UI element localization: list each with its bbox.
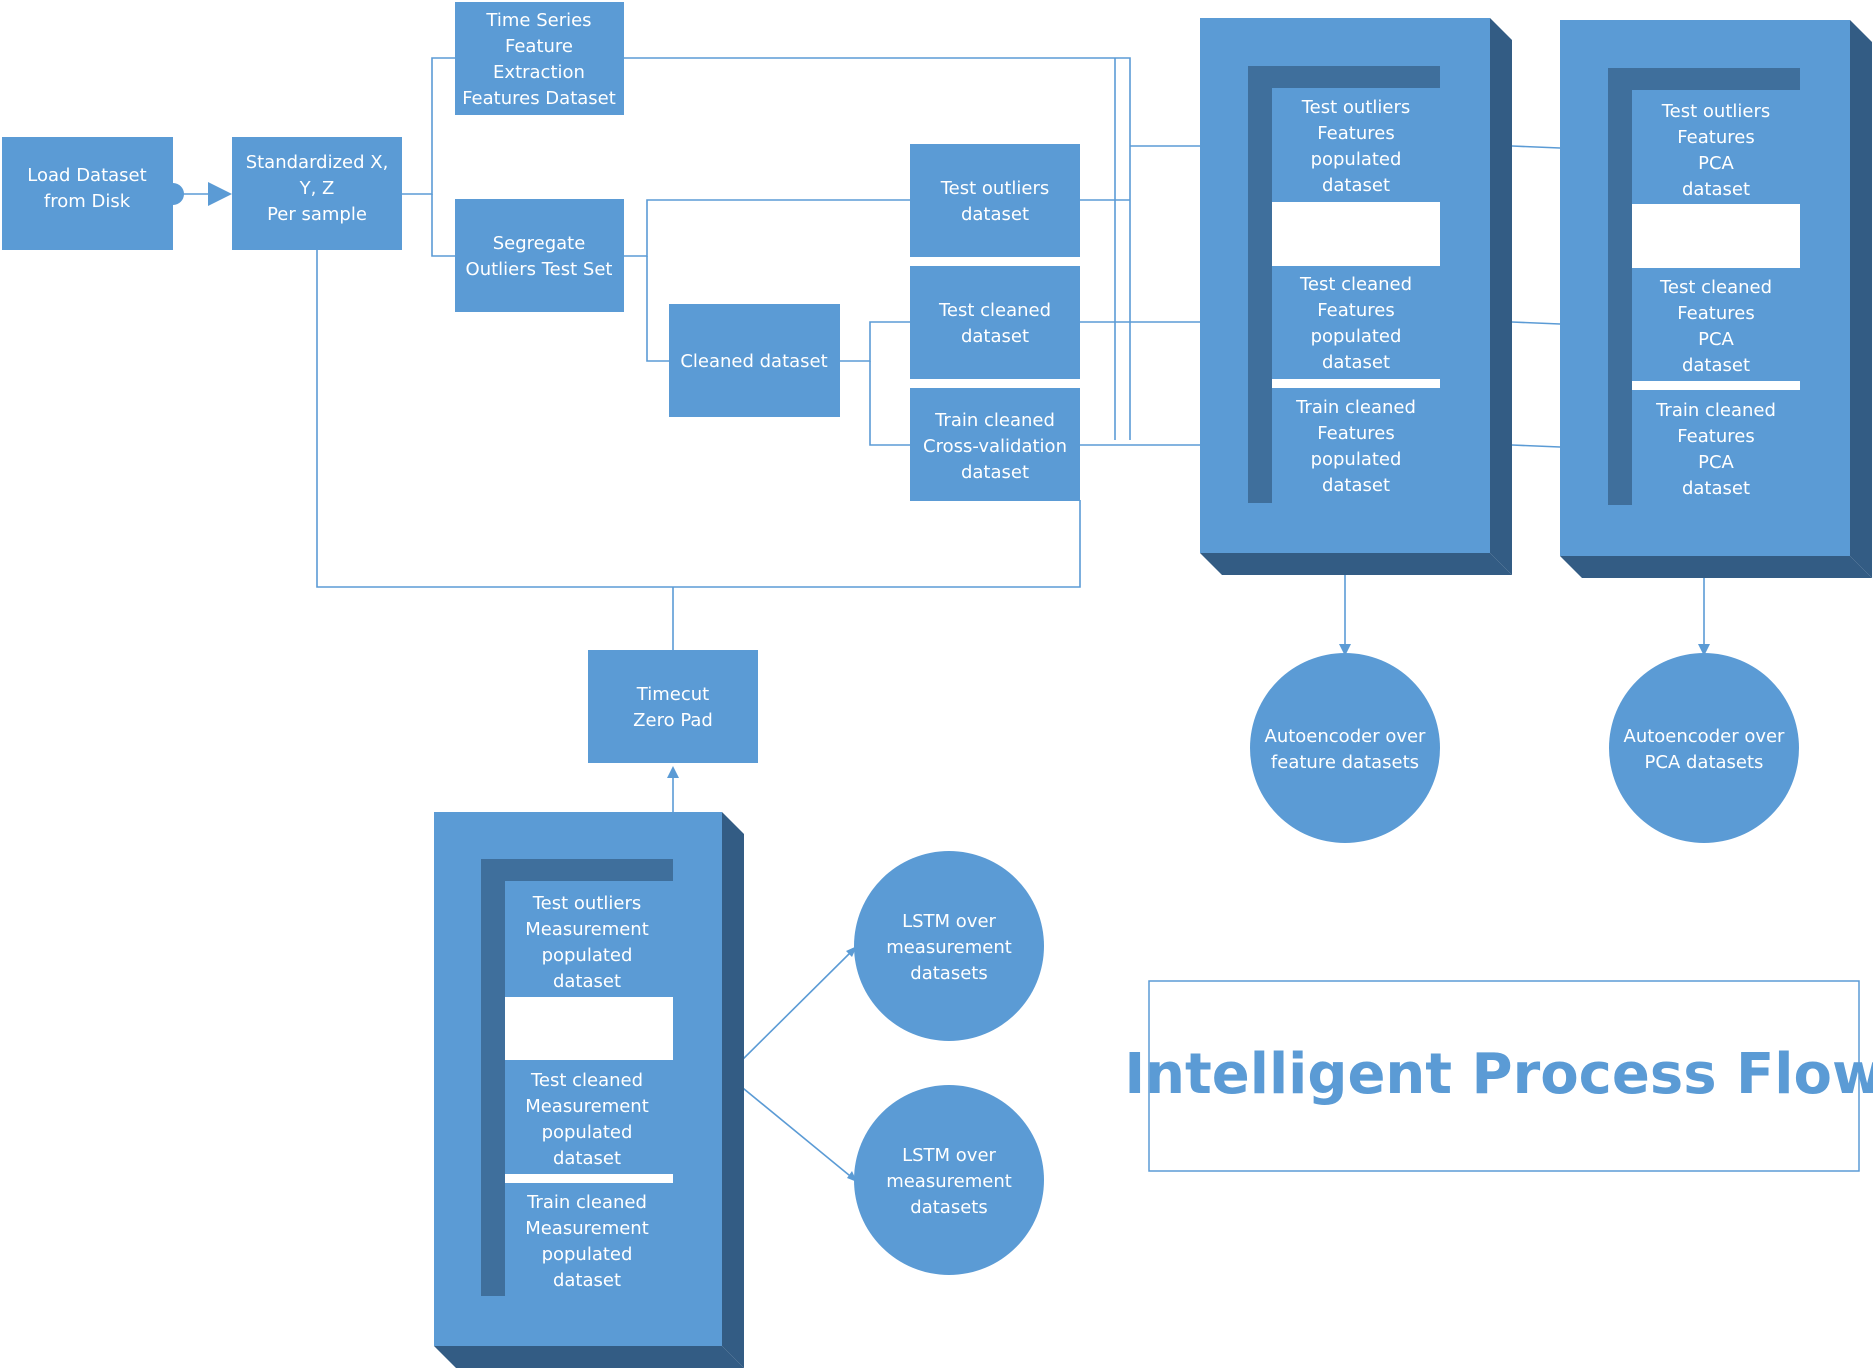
title-panel: Intelligent Process Flow — [1124, 980, 1873, 1172]
svg-text:Cleaned dataset: Cleaned dataset — [680, 351, 827, 372]
diagram-title: Intelligent Process Flow — [1124, 1042, 1873, 1107]
arrowhead — [208, 182, 232, 206]
arrowhead — [667, 766, 679, 778]
arrowhead — [1698, 644, 1710, 656]
box-cleaned-dataset: Cleaned dataset — [669, 304, 840, 417]
arrowhead — [1339, 644, 1351, 656]
